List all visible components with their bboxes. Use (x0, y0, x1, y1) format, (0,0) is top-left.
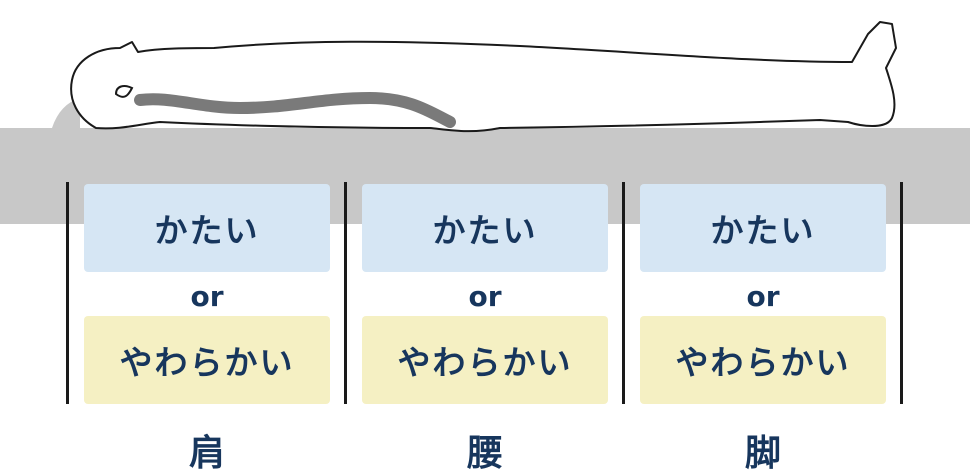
legs-part-label: 脚 (744, 433, 781, 474)
divider-line (900, 182, 903, 404)
legs-hard-box: かたい (640, 184, 886, 272)
soft-label: やわらかい (397, 343, 573, 382)
shoulder-or-label: or (190, 280, 224, 313)
spine (134, 91, 456, 128)
divider-line (66, 182, 69, 404)
soft-label: やわらかい (119, 343, 295, 382)
waist-or-label: or (468, 280, 502, 313)
legs-soft-box: やわらかい (640, 316, 886, 404)
body-outline (70, 21, 897, 133)
soft-label: やわらかい (675, 343, 851, 382)
pillow (52, 98, 80, 128)
shoulder-hard-box: かたい (84, 184, 330, 272)
shoulder-part-label: 肩 (188, 433, 225, 474)
waist-hard-box: かたい (362, 184, 608, 272)
divider-line (622, 182, 625, 404)
hard-label: かたい (432, 211, 538, 250)
hard-label: かたい (154, 211, 260, 250)
ear (114, 85, 134, 98)
divider-line (344, 182, 347, 404)
shoulder-soft-box: やわらかい (84, 316, 330, 404)
hard-label: かたい (710, 211, 816, 250)
waist-soft-box: やわらかい (362, 316, 608, 404)
waist-part-label: 腰 (466, 433, 503, 474)
legs-or-label: or (746, 280, 780, 313)
lying-person-figure (52, 21, 897, 133)
